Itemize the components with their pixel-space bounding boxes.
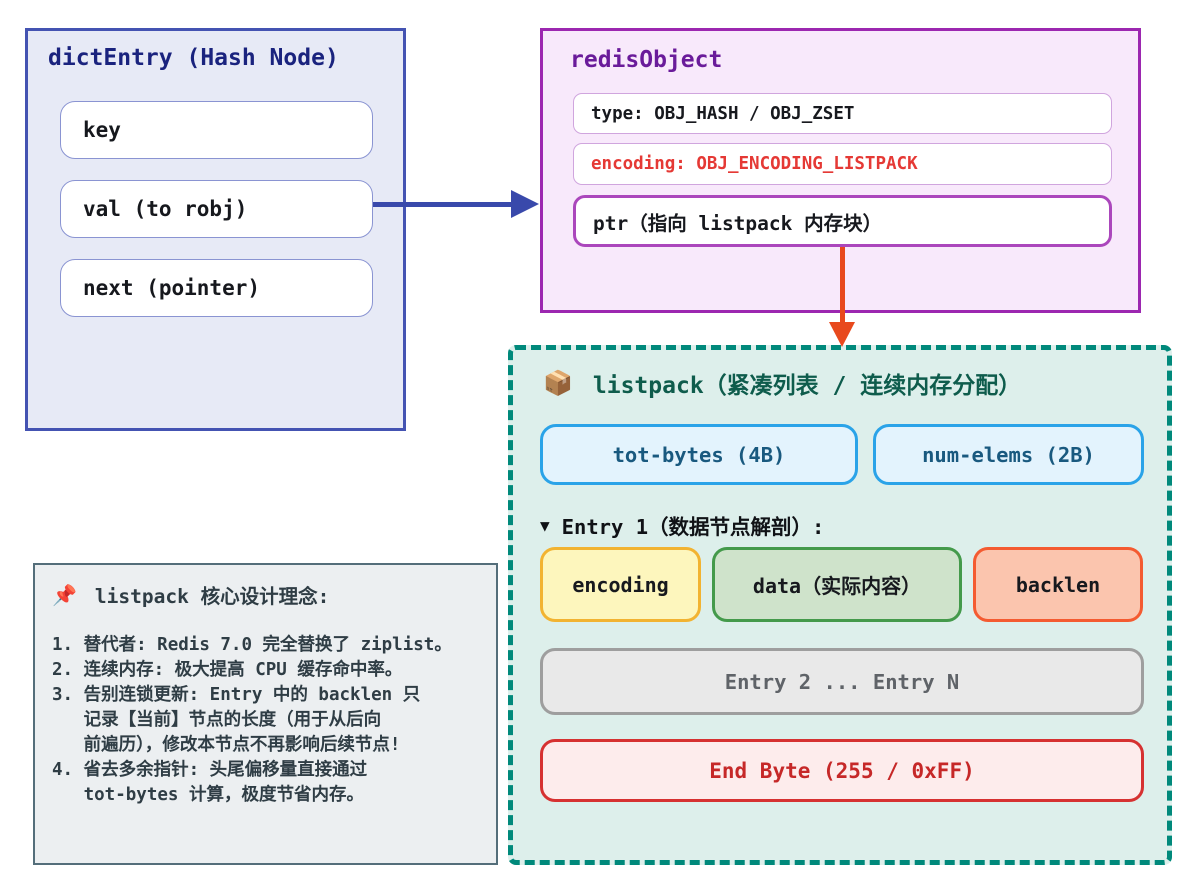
design-notes-body: 1. 替代者: Redis 7.0 完全替换了 ziplist。 2. 连续内存… bbox=[52, 635, 452, 805]
more-entries-cell: Entry 2 ... Entry N bbox=[540, 648, 1144, 715]
ptr-to-listpack-arrowhead-icon bbox=[829, 322, 855, 347]
dict-field-next-label: next (pointer) bbox=[83, 276, 261, 300]
end-byte-label: End Byte (255 / 0xFF) bbox=[709, 758, 975, 783]
ptr-to-listpack-arrow-line bbox=[840, 247, 845, 324]
package-icon: 📦 bbox=[543, 369, 573, 397]
end-byte-cell: End Byte (255 / 0xFF) bbox=[540, 739, 1144, 802]
redis-object-box: redisObject type: OBJ_HASH / OBJ_ZSET en… bbox=[540, 28, 1141, 313]
dict-entry-box: dictEntry (Hash Node) key val (to robj) … bbox=[25, 28, 406, 431]
data-cell-label: data（实际内容） bbox=[752, 574, 922, 598]
dict-field-key-label: key bbox=[83, 118, 121, 142]
num-elems-label: num-elems (2B) bbox=[922, 442, 1095, 467]
listpack-box: 📦 listpack（紧凑列表 / 连续内存分配） tot-bytes (4B)… bbox=[508, 345, 1172, 865]
num-elems-cell: num-elems (2B) bbox=[873, 424, 1144, 485]
val-to-redisobject-arrow-line bbox=[373, 202, 515, 207]
dict-entry-title: dictEntry (Hash Node) bbox=[48, 45, 339, 71]
more-entries-label: Entry 2 ... Entry N bbox=[724, 669, 960, 694]
dict-field-key: key bbox=[60, 101, 373, 159]
dict-field-val: val (to robj) bbox=[60, 180, 373, 238]
entry1-heading-label: Entry 1（数据节点解剖）: bbox=[561, 515, 825, 539]
dict-field-next: next (pointer) bbox=[60, 259, 373, 317]
triangle-down-icon: ▼ bbox=[540, 515, 550, 535]
design-notes-box: 📌 listpack 核心设计理念: 1. 替代者: Redis 7.0 完全替… bbox=[33, 563, 498, 865]
backlen-cell-label: backlen bbox=[1015, 572, 1101, 597]
redis-type-label: type: OBJ_HASH / OBJ_ZSET bbox=[591, 103, 855, 124]
redis-encoding-row: encoding: OBJ_ENCODING_LISTPACK bbox=[573, 143, 1112, 185]
tot-bytes-cell: tot-bytes (4B) bbox=[540, 424, 858, 485]
redis-object-title: redisObject bbox=[570, 47, 723, 73]
pushpin-icon: 📌 bbox=[52, 582, 77, 607]
tot-bytes-label: tot-bytes (4B) bbox=[612, 442, 786, 467]
redis-encoding-label: encoding: OBJ_ENCODING_LISTPACK bbox=[591, 154, 918, 174]
dict-field-val-label: val (to robj) bbox=[83, 197, 248, 221]
encoding-cell: encoding bbox=[540, 547, 701, 622]
val-to-redisobject-arrowhead-icon bbox=[511, 190, 539, 218]
entry1-heading: ▼ Entry 1（数据节点解剖）: bbox=[540, 510, 824, 540]
redis-ptr-label: ptr（指向 listpack 内存块） bbox=[593, 211, 883, 235]
redis-ptr-row: ptr（指向 listpack 内存块） bbox=[573, 195, 1112, 247]
listpack-title: listpack（紧凑列表 / 连续内存分配） bbox=[592, 373, 1022, 399]
encoding-cell-label: encoding bbox=[572, 572, 669, 597]
listpack-title-row: 📦 listpack（紧凑列表 / 连续内存分配） bbox=[543, 366, 1021, 400]
backlen-cell: backlen bbox=[973, 547, 1143, 622]
data-cell: data（实际内容） bbox=[712, 547, 962, 622]
redis-type-row: type: OBJ_HASH / OBJ_ZSET bbox=[573, 93, 1112, 134]
design-notes-title: listpack 核心设计理念: bbox=[94, 585, 330, 608]
design-notes-title-row: 📌 listpack 核心设计理念: bbox=[52, 580, 329, 609]
